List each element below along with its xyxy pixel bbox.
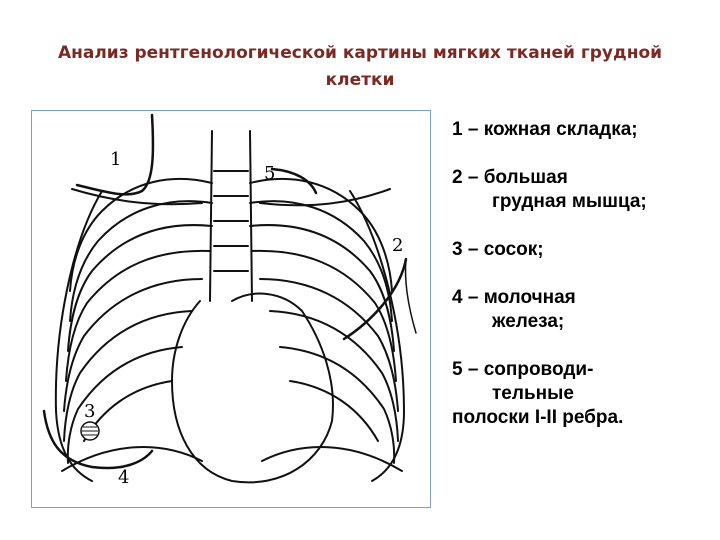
legend-item-4-continuation: железа; (492, 311, 565, 332)
legend: 1 – кожная складка; 2 – большая грудная … (452, 118, 702, 430)
legend-item-2: 2 – большая грудная мышца; (452, 166, 702, 214)
slide-title: Анализ рентгенологической картины мягких… (40, 40, 680, 94)
legend-item-2-continuation: грудная мышца; (492, 191, 647, 212)
title-line-2: клетки (325, 70, 395, 90)
legend-item-1: 1 – кожная складка; (452, 118, 702, 142)
nipple-marker (80, 421, 100, 441)
chest-xray-diagram: 1 5 2 3 4 (31, 110, 431, 508)
figure-label-4: 4 (118, 467, 130, 488)
legend-item-4: 4 – молочная железа; (452, 286, 702, 334)
legend-item-5-text: 5 – сопроводи- (452, 359, 594, 380)
title-line-1: Анализ рентгенологической картины мягких… (57, 43, 663, 63)
legend-item-2-text: 2 – большая (452, 167, 568, 188)
legend-item-3: 3 – сосок; (452, 238, 702, 262)
legend-item-5: 5 – сопроводи- тельные полоски I-II ребр… (452, 358, 702, 430)
rib-cage-drawing (42, 113, 417, 484)
legend-item-3-text: 3 – сосок; (452, 239, 544, 260)
legend-item-5-continuation: тельные (492, 383, 574, 404)
legend-item-1-text: 1 – кожная складка; (452, 119, 638, 140)
figure-label-2: 2 (392, 235, 404, 256)
legend-item-5-last-line: полоски I-II ребра. (452, 407, 624, 428)
figure-label-3: 3 (84, 401, 96, 422)
legend-item-4-text: 4 – молочная (452, 287, 576, 308)
figure-label-5: 5 (264, 163, 276, 184)
figure-label-1: 1 (110, 149, 122, 170)
